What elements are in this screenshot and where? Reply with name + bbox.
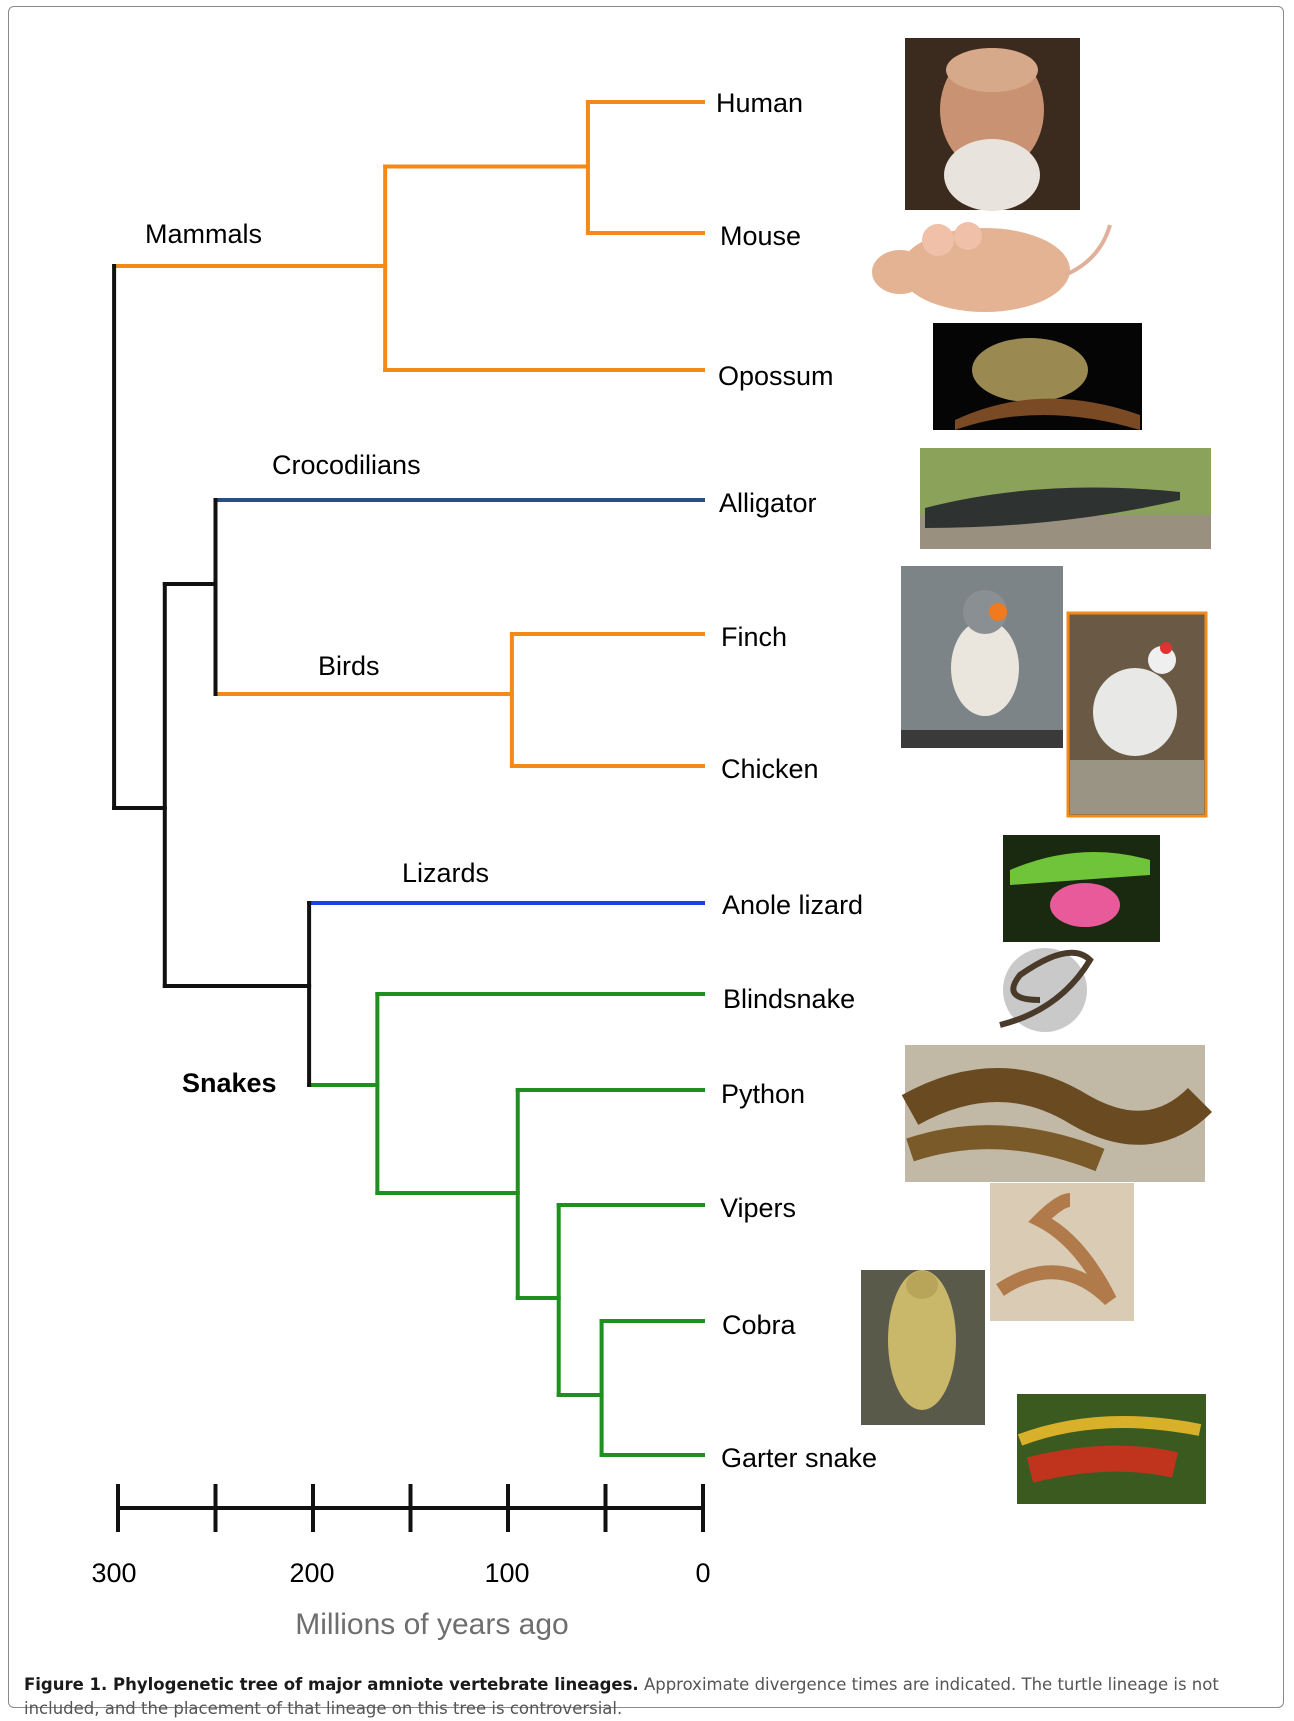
axis-tick-label-300: 300 xyxy=(91,1558,136,1588)
figure-caption: Figure 1. Phylogenetic tree of major amn… xyxy=(24,1673,1264,1721)
clade-label-mammals: Mammals xyxy=(145,219,262,249)
clade-label-crocodilians: Crocodilians xyxy=(272,450,421,480)
axis-tick-label-200: 200 xyxy=(289,1558,334,1588)
cobra-photo-icon xyxy=(861,1270,985,1425)
taxon-label-anole: Anole lizard xyxy=(722,890,863,920)
axis-title: Millions of years ago xyxy=(295,1608,568,1641)
mouse-photo-icon xyxy=(872,222,1110,312)
tree-branches xyxy=(114,102,703,1455)
human-photo-icon xyxy=(905,38,1080,211)
time-axis xyxy=(118,1484,703,1532)
opossum-photo-icon xyxy=(933,323,1142,430)
tree-labels: Mammals Crocodilians Birds Lizards Snake… xyxy=(91,88,877,1641)
alligator-photo-icon xyxy=(920,448,1211,549)
blindsnake-photo-icon xyxy=(1000,948,1090,1032)
python-photo-icon xyxy=(905,1045,1205,1182)
taxon-label-python: Python xyxy=(721,1079,805,1109)
taxon-label-human: Human xyxy=(716,88,803,118)
clade-label-snakes: Snakes xyxy=(182,1068,277,1098)
species-photos xyxy=(861,38,1211,1504)
clade-label-birds: Birds xyxy=(318,651,380,681)
axis-tick-label-0: 0 xyxy=(695,1558,710,1588)
taxon-label-vipers: Vipers xyxy=(720,1193,796,1223)
viper-photo-icon xyxy=(990,1183,1134,1321)
taxon-label-blindsnake: Blindsnake xyxy=(723,984,855,1014)
clade-label-lizards: Lizards xyxy=(402,858,489,888)
finch-photo-icon xyxy=(901,566,1063,748)
taxon-label-mouse: Mouse xyxy=(720,221,801,251)
taxon-label-opossum: Opossum xyxy=(718,361,834,391)
taxon-label-chicken: Chicken xyxy=(721,754,819,784)
taxon-label-finch: Finch xyxy=(721,622,787,652)
anole-photo-icon xyxy=(1003,835,1160,942)
taxon-label-cobra: Cobra xyxy=(722,1310,797,1340)
taxon-label-alligator: Alligator xyxy=(719,488,817,518)
garter-snake-photo-icon xyxy=(1017,1394,1206,1504)
axis-tick-label-100: 100 xyxy=(484,1558,529,1588)
chicken-photo-icon xyxy=(1068,613,1206,816)
caption-title: Figure 1. Phylogenetic tree of major amn… xyxy=(24,1675,639,1694)
taxon-label-garter: Garter snake xyxy=(721,1443,877,1473)
